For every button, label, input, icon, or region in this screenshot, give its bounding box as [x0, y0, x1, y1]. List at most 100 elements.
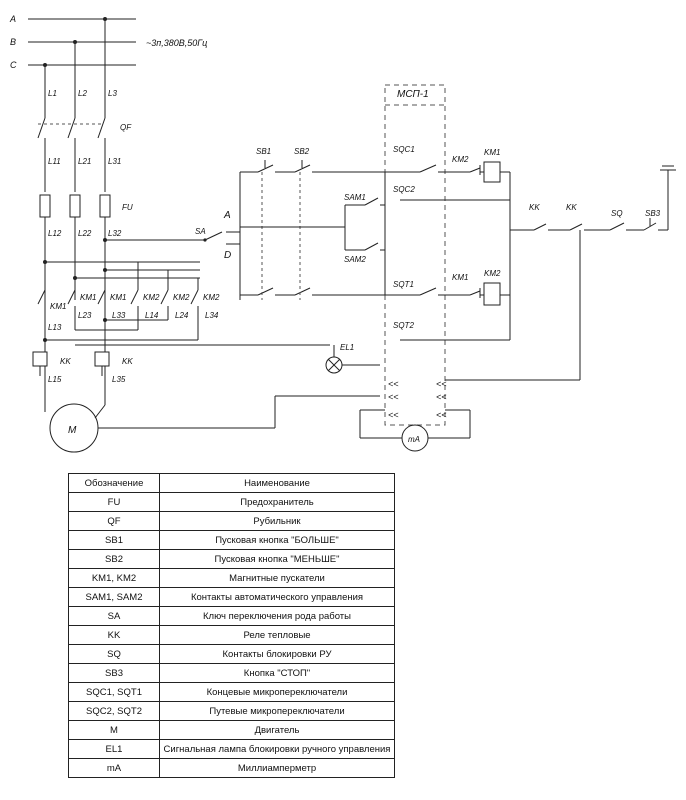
sb1-label: SB1 [256, 147, 271, 156]
msp-label: МСП-1 [397, 89, 429, 100]
contact-km2-a-label: KM2 [143, 293, 160, 302]
legend-designation: SQC2, SQT2 [68, 701, 160, 721]
line-l32-label: L32 [108, 229, 122, 238]
line-l13-label: L13 [48, 323, 62, 332]
legend-description: Пусковая кнопка "МЕНЬШЕ" [159, 549, 395, 569]
sam1-label: SAM1 [344, 193, 366, 202]
breaker-label: QF [120, 123, 132, 132]
legend-header-name: Наименование [159, 473, 395, 493]
legend-designation: SB3 [68, 663, 160, 683]
switch-sa-label: SA [195, 227, 206, 236]
legend-header-row: Обозначение Наименование [68, 473, 395, 493]
svg-text:<<: << [436, 410, 447, 420]
legend-designation: mA [68, 758, 160, 778]
contact-km2-b-label: KM2 [173, 293, 190, 302]
svg-text:<<: << [388, 379, 399, 389]
sqc1-label: SQC1 [393, 145, 415, 154]
legend-designation: KM1, KM2 [68, 568, 160, 588]
thermal-relay-kk-a-label: KK [60, 357, 71, 366]
svg-text:<<: << [436, 392, 447, 402]
motor-label: M [68, 425, 77, 436]
legend-description: Магнитные пускатели [159, 568, 395, 588]
contactor-contacts [37, 289, 199, 305]
sb3-label: SB3 [645, 209, 661, 218]
contact-km1-a-label: KM1 [50, 302, 66, 311]
sam2-label: SAM2 [344, 255, 366, 264]
line-l14-label: L14 [145, 311, 159, 320]
legend-designation: SAM1, SAM2 [68, 587, 160, 607]
legend-description: Рубильник [159, 511, 395, 531]
svg-text:<<: << [388, 392, 399, 402]
switch-sa [203, 231, 240, 245]
legend-designation: KK [68, 625, 160, 645]
legend-designation: FU [68, 492, 160, 512]
legend-designation: SQ [68, 644, 160, 664]
legend-designation: EL1 [68, 739, 160, 759]
legend-description: Двигатель [159, 720, 395, 740]
km1-coil-label: KM1 [484, 148, 500, 157]
button-sb2 [294, 160, 311, 173]
wiring-diagram: A B C ~3п,380В,50Гц L1 L2 L3 QF L11 L21 … [9, 14, 676, 453]
sq-label: SQ [611, 209, 623, 218]
km2-coil-label: KM2 [484, 269, 501, 278]
legend-description: Контакты блокировки РУ [159, 644, 395, 664]
kk-contact-2-label: KK [566, 203, 577, 212]
line-l21-label: L21 [78, 157, 91, 166]
fuse-label: FU [122, 203, 133, 212]
thermal-relay-kk [32, 351, 110, 376]
line-l15-label: L15 [48, 375, 62, 384]
msp-block [384, 84, 446, 426]
breaker-qf [37, 117, 106, 192]
line-l3-label: L3 [108, 89, 117, 98]
contact-km1-b-label: KM1 [80, 293, 96, 302]
legend-designation: SB1 [68, 530, 160, 550]
supply-label: ~3п,380В,50Гц [146, 38, 207, 48]
legend-description: Ключ переключения рода работы [159, 606, 395, 626]
sqc2-label: SQC2 [393, 185, 415, 194]
line-l1-label: L1 [48, 89, 57, 98]
km2-nc-label: KM2 [452, 155, 469, 164]
line-l33-label: L33 [112, 311, 126, 320]
ammeter-label: mA [408, 435, 420, 444]
legend-designation: M [68, 720, 160, 740]
sqt2-label: SQT2 [393, 321, 414, 330]
phase-c-label: C [10, 60, 17, 70]
line-l35-label: L35 [112, 375, 126, 384]
phase-b-label: B [10, 37, 16, 47]
sb2-label: SB2 [294, 147, 310, 156]
legend-description: Концевые микропереключатели [159, 682, 395, 702]
ammeter-symbol [401, 424, 429, 452]
svg-text:<<: << [436, 379, 447, 389]
km1-nc-label: KM1 [452, 273, 468, 282]
sqt1-label: SQT1 [393, 280, 414, 289]
legend-designation: QF [68, 511, 160, 531]
legend-description: Путевые микропереключатели [159, 701, 395, 721]
line-l24-label: L24 [175, 311, 189, 320]
line-l22-label: L22 [78, 229, 92, 238]
legend-designation: SQC1, SQT1 [68, 682, 160, 702]
switch-pos-d-label: D [224, 250, 231, 261]
legend-description: Пусковая кнопка "БОЛЬШЕ" [159, 530, 395, 550]
legend-description: Миллиамперметр [159, 758, 395, 778]
km1-coil [483, 161, 501, 183]
legend-description: Реле тепловые [159, 625, 395, 645]
contact-km2-c-label: KM2 [203, 293, 220, 302]
thermal-relay-kk-b-label: KK [122, 357, 133, 366]
legend-description: Предохранитель [159, 492, 395, 512]
lamp-label: EL1 [340, 343, 354, 352]
phase-a-label: A [9, 14, 16, 24]
legend-header-designation: Обозначение [68, 473, 160, 493]
